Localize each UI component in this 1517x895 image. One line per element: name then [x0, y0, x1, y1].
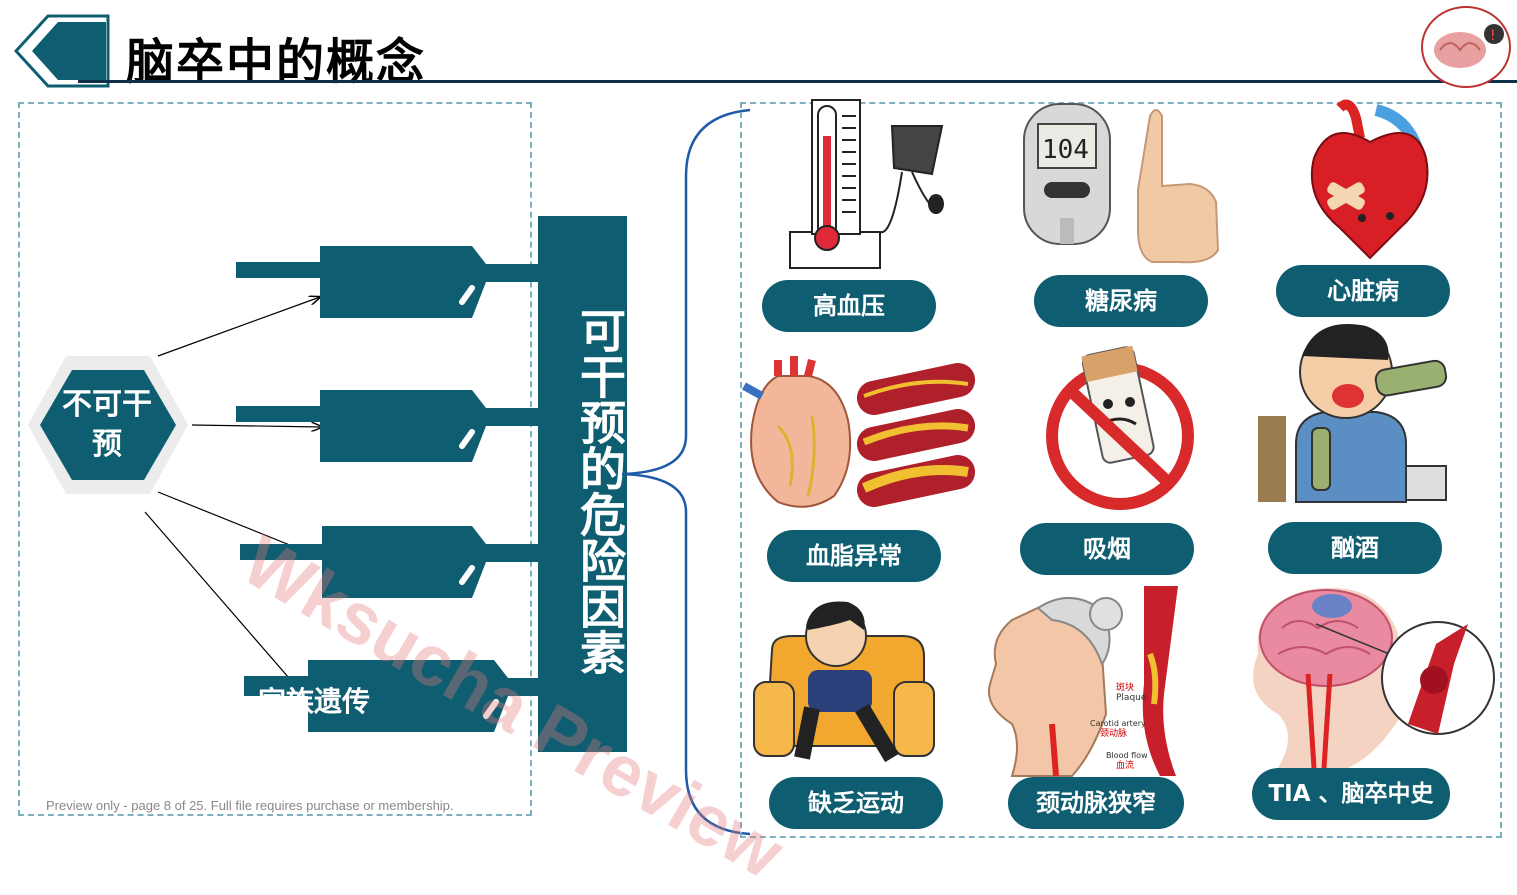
risk-label-smoking: 吸烟	[1020, 523, 1194, 575]
hexagon-label: 不可干预	[62, 387, 152, 462]
artery-plaque-icon	[742, 356, 976, 508]
drinking-icon	[1258, 324, 1448, 503]
brain-icon	[1253, 587, 1495, 768]
title-rule	[78, 80, 1517, 83]
header-logo-icon	[14, 14, 110, 88]
svg-text:颈动脉: 颈动脉	[1100, 727, 1127, 739]
svg-text:104: 104	[1042, 135, 1089, 165]
risk-label-drinking: 酗酒	[1268, 522, 1442, 574]
glucose-meter-icon: 104	[1023, 103, 1220, 264]
heart-icon	[1310, 99, 1429, 260]
svg-text:Blood flow: Blood flow	[1106, 751, 1148, 760]
risk-label-inactivity: 缺乏运动	[769, 777, 943, 829]
svg-text:!: !	[1490, 28, 1496, 44]
svg-text:斑块: 斑块	[1116, 681, 1134, 693]
hexagon-node	[28, 356, 188, 494]
risk-label-diabetes: 糖尿病	[1034, 275, 1208, 327]
risk-label-carotid-stenosis: 颈动脉狭窄	[1008, 777, 1184, 829]
brain-badge-icon: !	[1421, 6, 1511, 88]
carotid-artery-icon: 斑块 Plaque Carotid artery 颈动脉 Blood flow …	[988, 586, 1178, 777]
risk-label-heart-disease: 心脏病	[1276, 265, 1450, 317]
sofa-icon	[753, 601, 935, 763]
modifiable-risk-band: 可干预的危险因素	[538, 216, 627, 752]
risk-label-tia-stroke-history: TIA 、脑卒中史	[1252, 768, 1450, 820]
brace-connector	[621, 108, 751, 836]
factor-label-4: 家族遗传	[258, 685, 371, 718]
svg-text:Carotid artery: Carotid artery	[1090, 719, 1146, 728]
no-smoking-icon	[1046, 345, 1194, 510]
svg-text:血流: 血流	[1116, 759, 1134, 771]
risk-label-dyslipidemia: 血脂异常	[767, 530, 941, 582]
svg-text:Plaque: Plaque	[1116, 693, 1147, 703]
risk-label-hypertension: 高血压	[762, 280, 936, 332]
non-modifiable-panel	[18, 102, 532, 816]
modifiable-risk-panel	[740, 102, 1502, 838]
preview-note: Preview only - page 8 of 25. Full file r…	[46, 798, 454, 813]
blood-pressure-icon	[789, 99, 944, 269]
